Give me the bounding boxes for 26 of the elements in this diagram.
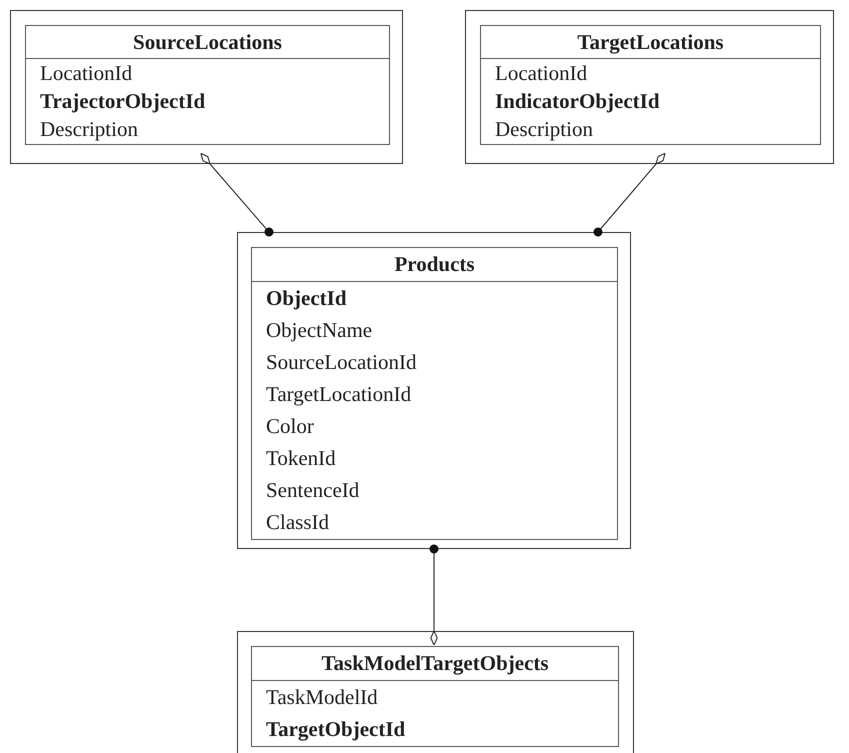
field-name: IndicatorObjectId — [494, 88, 660, 115]
field-name: TaskModelId — [265, 684, 379, 711]
relationship-line — [200, 152, 274, 236]
field-name: TargetObjectId — [265, 716, 406, 743]
field-name: Description — [494, 116, 594, 143]
field-name: ClassId — [265, 509, 330, 536]
field-name: SourceLocationId — [265, 349, 418, 376]
entity-frame — [10, 10, 403, 164]
relationship-line — [430, 544, 438, 646]
field-name: ObjectName — [265, 317, 374, 344]
relationship-line — [594, 152, 666, 236]
entity-name: SourceLocations — [26, 26, 389, 59]
field-name: Color — [265, 413, 315, 440]
entity-frame — [237, 631, 634, 753]
entity-frame — [465, 10, 834, 164]
field-name: ObjectId — [265, 285, 348, 312]
entity-name: TargetLocations — [481, 26, 820, 59]
entity-name: Products — [252, 248, 617, 282]
field-name: SentenceId — [265, 477, 360, 504]
field-name: TargetLocationId — [265, 381, 412, 408]
field-name: LocationId — [494, 60, 588, 87]
field-name: Description — [39, 116, 139, 143]
field-name: TokenId — [265, 445, 337, 472]
field-name: LocationId — [39, 60, 134, 87]
field-name: TrajectorObjectId — [39, 88, 206, 115]
entity-name: TaskModelTargetObjects — [252, 647, 618, 681]
